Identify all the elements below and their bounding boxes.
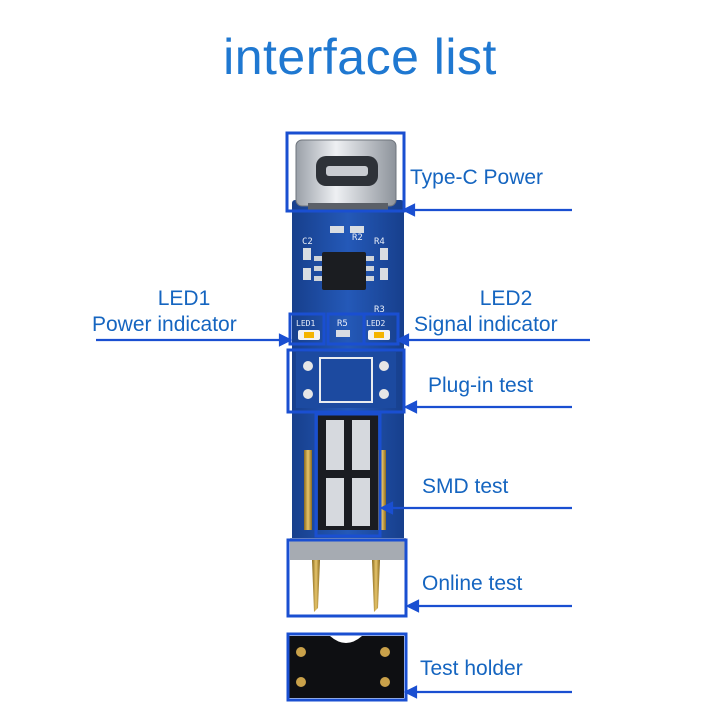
box-plug-in [286,348,406,414]
label-type-c-power: Type-C Power [410,166,544,189]
box-smd [314,412,382,538]
silk-led2: LED2 [366,319,385,328]
box-led2 [362,312,400,346]
silk-r5: R5 [337,319,348,329]
callout-arrows [96,203,590,699]
silk-r2: R2 [352,233,363,243]
test-holder [288,636,404,698]
label-plug-in-test: Plug-in test [428,374,534,397]
page-title: interface list [223,29,497,85]
smd-test-pads [304,414,386,530]
box-led1 [288,312,326,346]
label-led1-desc: Power indicator [92,313,237,336]
box-online [286,538,408,618]
label-smd-test: SMD test [422,475,509,498]
silk-c2: C2 [302,237,313,247]
silkscreen: C2 R2 R4 R3 R5 LED1 LED2 [296,233,385,329]
label-led2-desc: Signal indicator [414,313,558,336]
label-online-test: Online test [422,572,523,595]
box-type-c [285,131,406,213]
plug-in-socket [296,352,396,408]
ic-chip [314,252,374,290]
online-test-pins [290,538,406,612]
silk-r3: R3 [374,305,385,315]
smd-components [303,226,388,337]
highlight-boxes [285,131,408,702]
label-test-holder: Test holder [420,657,523,680]
box-holder [286,632,408,702]
led-pads [298,330,390,340]
type-c-connector [295,139,397,211]
silk-r4: R4 [374,237,385,247]
label-led2-name: LED2 [479,287,533,310]
silk-led1: LED1 [296,319,315,328]
label-led1-name: LED1 [157,287,211,310]
